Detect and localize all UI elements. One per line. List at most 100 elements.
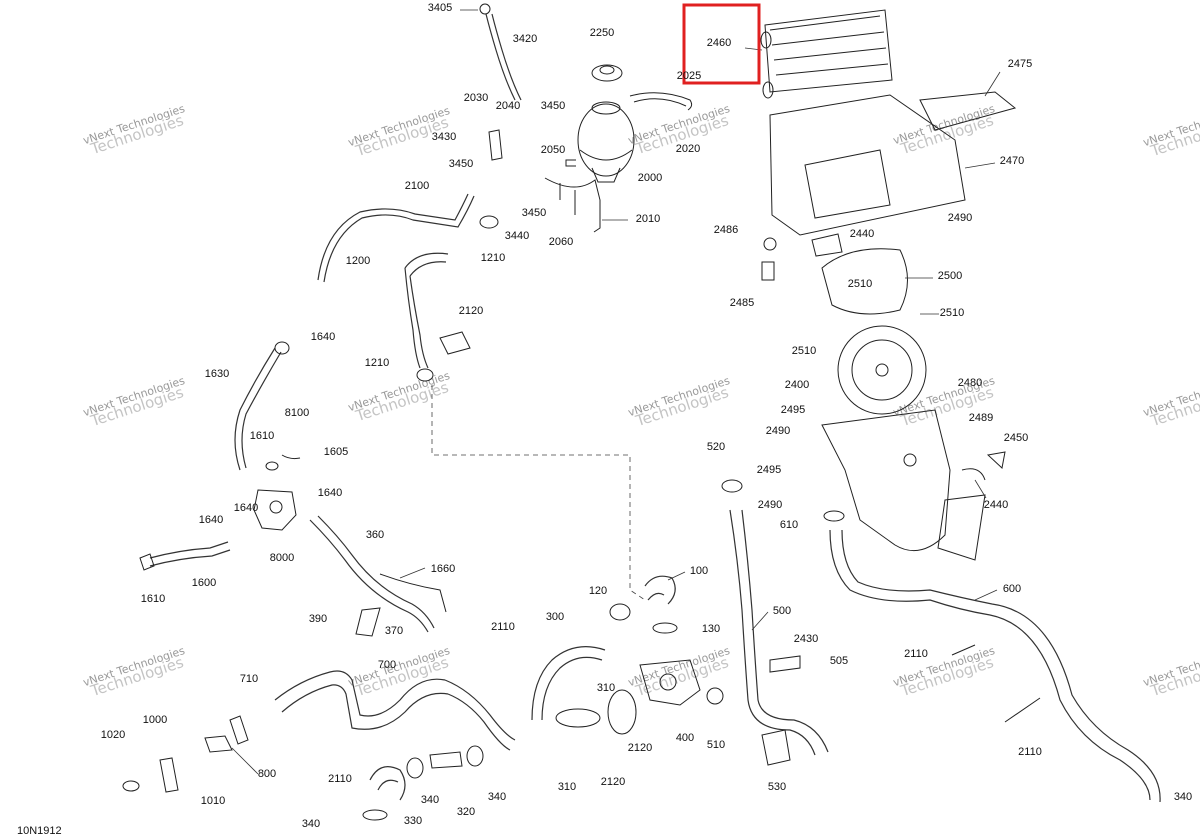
part-label-1660: 1660 bbox=[431, 563, 455, 575]
part-label-340: 340 bbox=[488, 791, 506, 803]
part-label-3405: 3405 bbox=[428, 2, 452, 14]
part-label-2490: 2490 bbox=[758, 499, 782, 511]
part-label-2485: 2485 bbox=[730, 297, 754, 309]
part-label-1640: 1640 bbox=[199, 514, 223, 526]
part-label-100: 100 bbox=[690, 565, 708, 577]
part-label-1210: 1210 bbox=[481, 252, 505, 264]
part-label-600: 600 bbox=[1003, 583, 1021, 595]
part-label-2120: 2120 bbox=[459, 305, 483, 317]
radiator bbox=[760, 9, 893, 99]
part-label-340: 340 bbox=[1174, 791, 1192, 803]
part-label-2100: 2100 bbox=[405, 180, 429, 192]
part-label-320: 320 bbox=[457, 806, 475, 818]
part-label-340: 340 bbox=[421, 794, 439, 806]
part-label-8100: 8100 bbox=[285, 407, 309, 419]
thermostat-housing bbox=[639, 659, 701, 706]
part-label-1200: 1200 bbox=[346, 255, 370, 267]
part-label-2490: 2490 bbox=[948, 212, 972, 224]
part-label-1020: 1020 bbox=[101, 729, 125, 741]
part-label-370: 370 bbox=[385, 625, 403, 637]
part-label-2040: 2040 bbox=[496, 100, 520, 112]
part-label-2450: 2450 bbox=[1004, 432, 1028, 444]
part-label-2030: 2030 bbox=[464, 92, 488, 104]
part-label-3430: 3430 bbox=[432, 131, 456, 143]
part-label-505: 505 bbox=[830, 655, 848, 667]
part-label-530: 530 bbox=[768, 781, 786, 793]
part-label-3440: 3440 bbox=[505, 230, 529, 242]
part-label-1600: 1600 bbox=[192, 577, 216, 589]
part-label-520: 520 bbox=[707, 441, 725, 453]
part-label-1610: 1610 bbox=[141, 593, 165, 605]
part-label-2110: 2110 bbox=[328, 773, 352, 785]
part-label-2440: 2440 bbox=[984, 499, 1008, 511]
part-label-2486: 2486 bbox=[714, 224, 738, 236]
part-label-2110: 2110 bbox=[904, 648, 928, 660]
part-label-130: 130 bbox=[702, 623, 720, 635]
part-label-2440: 2440 bbox=[850, 228, 874, 240]
fan-shroud bbox=[769, 91, 1017, 236]
part-label-2025: 2025 bbox=[677, 70, 701, 82]
part-label-120: 120 bbox=[589, 585, 607, 597]
part-label-2110: 2110 bbox=[491, 621, 515, 633]
part-label-2120: 2120 bbox=[601, 776, 625, 788]
part-label-2490: 2490 bbox=[766, 425, 790, 437]
part-label-2475: 2475 bbox=[1008, 58, 1032, 70]
part-label-510: 510 bbox=[707, 739, 725, 751]
leader-lines bbox=[231, 9, 1001, 775]
part-drawings bbox=[122, 3, 1161, 821]
part-label-390: 390 bbox=[309, 613, 327, 625]
part-label-1010: 1010 bbox=[201, 795, 225, 807]
part-label-2020: 2020 bbox=[676, 143, 700, 155]
part-label-2495: 2495 bbox=[757, 464, 781, 476]
part-label-360: 360 bbox=[366, 529, 384, 541]
part-label-2500: 2500 bbox=[938, 270, 962, 282]
part-label-2250: 2250 bbox=[590, 27, 614, 39]
part-label-3450: 3450 bbox=[449, 158, 473, 170]
part-label-2060: 2060 bbox=[549, 236, 573, 248]
reference-code: 10N1912 bbox=[17, 825, 62, 837]
fan-motor bbox=[837, 325, 927, 415]
part-label-330: 330 bbox=[404, 815, 422, 827]
part-label-2010: 2010 bbox=[636, 213, 660, 225]
part-label-2510: 2510 bbox=[940, 307, 964, 319]
part-label-2430: 2430 bbox=[794, 633, 818, 645]
part-label-1640: 1640 bbox=[318, 487, 342, 499]
part-label-1605: 1605 bbox=[324, 446, 348, 458]
valve-assembly bbox=[253, 489, 297, 531]
part-label-8000: 8000 bbox=[270, 552, 294, 564]
part-label-1210: 1210 bbox=[365, 357, 389, 369]
part-label-310: 310 bbox=[597, 682, 615, 694]
part-label-1640: 1640 bbox=[234, 502, 258, 514]
part-label-2050: 2050 bbox=[541, 144, 565, 156]
part-label-3450: 3450 bbox=[522, 207, 546, 219]
expansion-tank bbox=[565, 101, 635, 183]
part-label-2110: 2110 bbox=[1018, 746, 1042, 758]
part-label-3450: 3450 bbox=[541, 100, 565, 112]
part-label-2480: 2480 bbox=[958, 377, 982, 389]
part-label-500: 500 bbox=[773, 605, 791, 617]
part-label-400: 400 bbox=[676, 732, 694, 744]
part-label-610: 610 bbox=[780, 519, 798, 531]
part-label-2120: 2120 bbox=[628, 742, 652, 754]
part-label-300: 300 bbox=[546, 611, 564, 623]
part-label-2470: 2470 bbox=[1000, 155, 1024, 167]
part-label-1640: 1640 bbox=[311, 331, 335, 343]
part-label-2489: 2489 bbox=[969, 412, 993, 424]
part-label-1630: 1630 bbox=[205, 368, 229, 380]
part-label-2510: 2510 bbox=[792, 345, 816, 357]
part-label-2510: 2510 bbox=[848, 278, 872, 290]
part-label-800: 800 bbox=[258, 768, 276, 780]
part-label-340: 340 bbox=[302, 818, 320, 830]
